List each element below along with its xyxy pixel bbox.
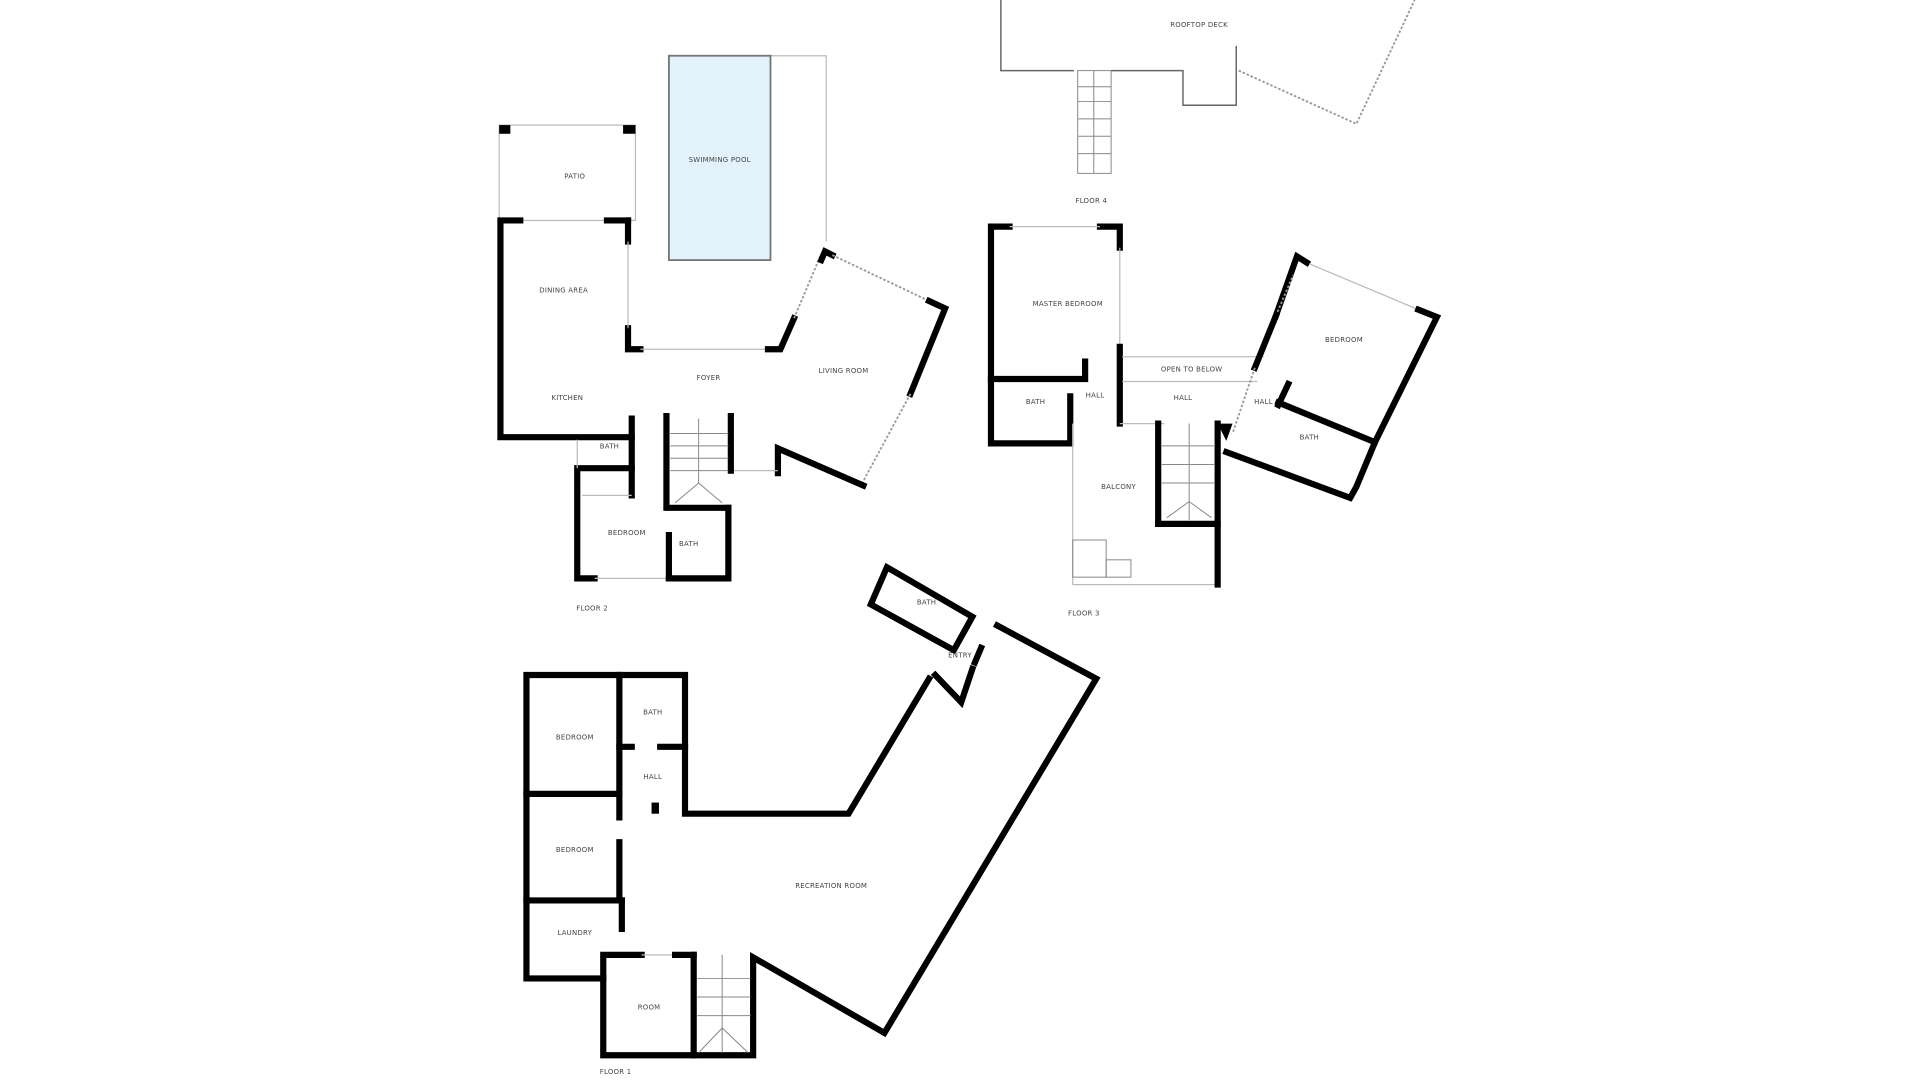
stairs bbox=[1072, 423, 1214, 578]
room-label: BATH bbox=[917, 598, 936, 606]
room-label: BATH bbox=[1026, 398, 1045, 406]
stairs bbox=[697, 954, 751, 1054]
floor-title: FLOOR 3 bbox=[1068, 610, 1100, 618]
room-label: HALL bbox=[1086, 392, 1105, 400]
room-label: RECREATION ROOM bbox=[795, 882, 867, 890]
bath-outline bbox=[866, 562, 977, 655]
rooftop-deck-outline bbox=[1111, 45, 1237, 107]
room-label: SWIMMING POOL bbox=[689, 156, 751, 164]
swimming-pool bbox=[667, 54, 772, 262]
room-label: HALL bbox=[1254, 398, 1273, 406]
floor-2-plan: PATIO SWIMMING POOL DINING AREA KITCHEN … bbox=[497, 54, 950, 613]
floor-3-plan: MASTER BEDROOM BATH HALL OPEN TO BELOW H… bbox=[987, 223, 1442, 618]
room-label: PATIO bbox=[564, 172, 585, 180]
room-label: KITCHEN bbox=[551, 394, 583, 402]
floor-title: FLOOR 4 bbox=[1075, 197, 1107, 205]
room-label: HALL bbox=[643, 773, 662, 781]
floor-title: FLOOR 2 bbox=[576, 605, 608, 613]
floor-4-plan: ROOFTOP DECK FLOOR 4 bbox=[1000, 0, 1416, 205]
floor-title: FLOOR 1 bbox=[600, 1068, 632, 1076]
room-label: BEDROOM bbox=[1325, 336, 1363, 344]
room-label: BALCONY bbox=[1101, 483, 1136, 491]
patio-outline bbox=[498, 124, 637, 222]
room-label: BATH bbox=[679, 540, 698, 548]
room-label: BEDROOM bbox=[556, 846, 594, 854]
stairs bbox=[1077, 70, 1112, 174]
room-label: BATH bbox=[643, 709, 662, 717]
room-label: ENTRY bbox=[948, 652, 972, 660]
room-label: DINING AREA bbox=[539, 286, 588, 294]
stairs bbox=[670, 418, 729, 504]
rooftop-deck-railing bbox=[1238, 0, 1416, 126]
room-label: OPEN TO BELOW bbox=[1161, 366, 1223, 374]
room-label: ROOFTOP DECK bbox=[1170, 21, 1228, 29]
room-label: BATH bbox=[600, 442, 619, 450]
room-label: LAUNDRY bbox=[557, 929, 592, 937]
rooftop-deck-outline bbox=[1000, 0, 1074, 72]
room-label: HALL bbox=[1174, 394, 1193, 402]
room-label: LIVING ROOM bbox=[819, 367, 869, 375]
room-label: BEDROOM bbox=[608, 529, 646, 537]
room-label: MASTER BEDROOM bbox=[1033, 300, 1103, 308]
room-label: ROOM bbox=[638, 1003, 661, 1011]
room-label: BATH bbox=[1300, 434, 1319, 442]
room-label: BEDROOM bbox=[556, 733, 594, 741]
floor-1-plan: BATH ENTRY BEDROOM BATH HALL BEDROOM LAU… bbox=[523, 562, 1101, 1076]
room-label: FOYER bbox=[697, 374, 721, 382]
